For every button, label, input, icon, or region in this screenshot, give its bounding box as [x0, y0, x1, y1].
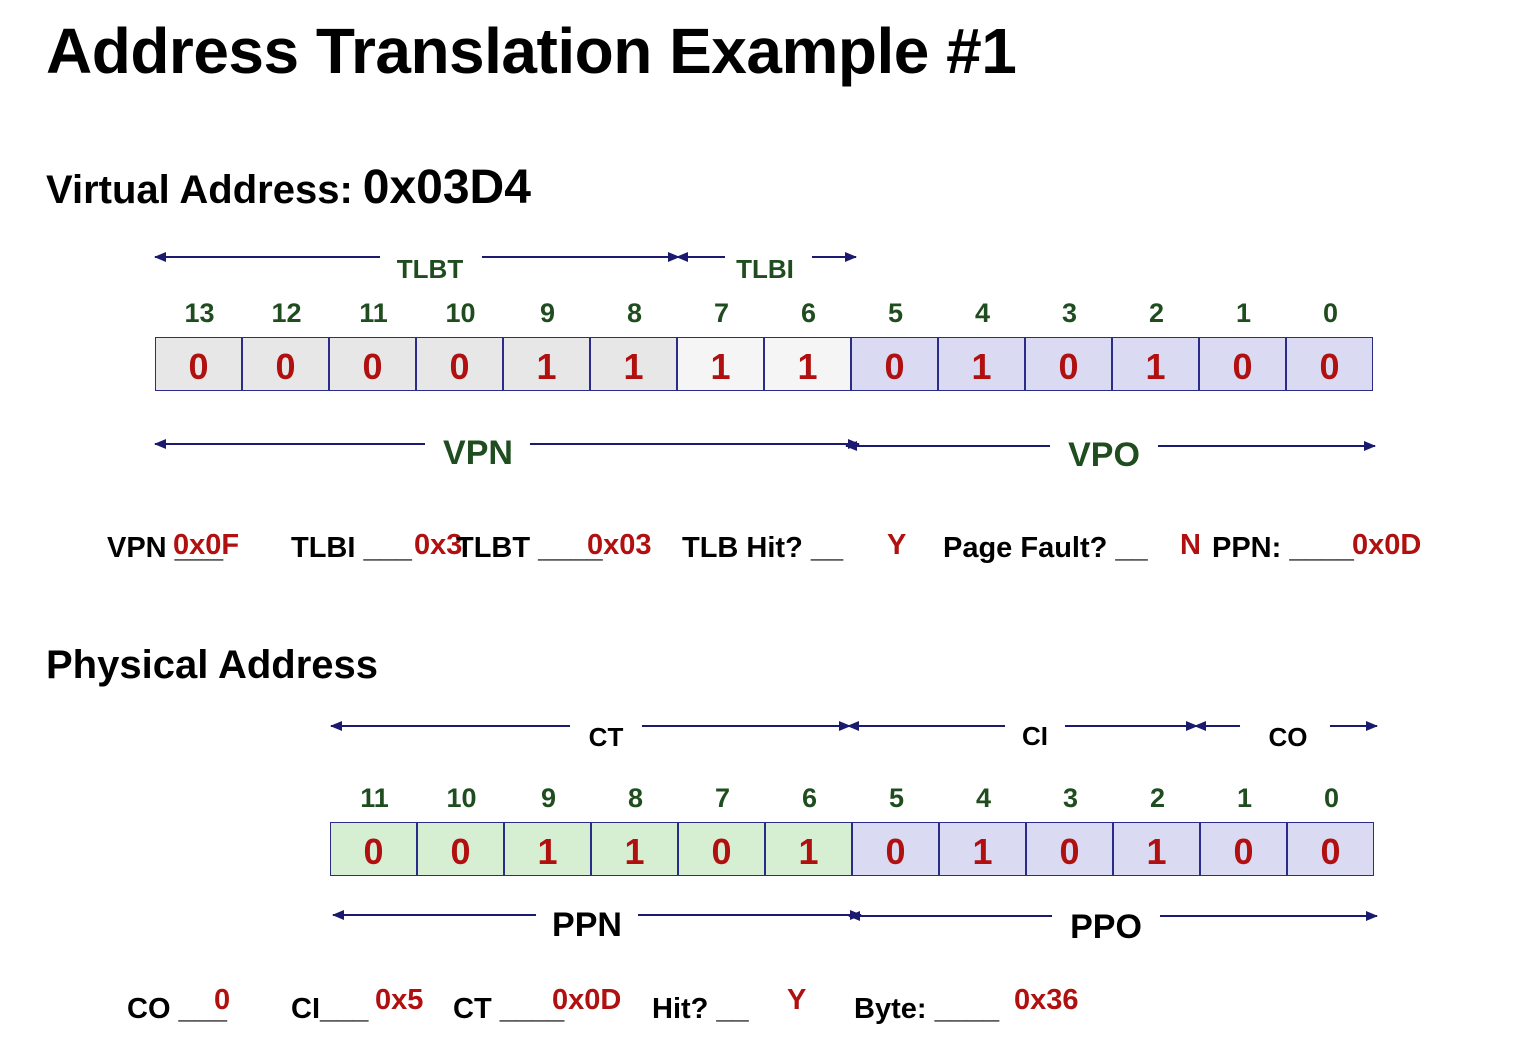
ci-label: CI — [1022, 721, 1048, 751]
ct-label: CT — [588, 722, 624, 752]
physical-bit-number: 5 — [888, 783, 905, 813]
virtual-address-label: Virtual Address: — [46, 168, 353, 212]
virtual-bit-number: 1 — [1235, 298, 1252, 328]
co-question: CO ___ — [127, 993, 227, 1025]
virtual-bit-number: 12 — [271, 298, 302, 328]
virtual-bit-cell: 1 — [764, 337, 851, 391]
virtual-bit-number: 8 — [626, 298, 643, 328]
physical-bit-number: 0 — [1323, 783, 1340, 813]
virtual-bit-number: 2 — [1148, 298, 1165, 328]
physical-bit-number: 9 — [540, 783, 557, 813]
tlbt-answer: 0x03 — [587, 529, 652, 561]
virtual-bit-cell: 1 — [1112, 337, 1199, 391]
co-answer: 0 — [214, 984, 231, 1016]
tlb-hit-question: TLB Hit? __ — [682, 532, 844, 564]
hit-answer: Y — [787, 984, 807, 1016]
physical-bit-number: 4 — [975, 783, 992, 813]
virtual-bit-cell: 0 — [242, 337, 329, 391]
tlbt-label: TLBT — [396, 254, 464, 284]
physical-bit-number: 10 — [446, 783, 477, 813]
physical-bit-cell: 0 — [1026, 822, 1113, 876]
physical-bit-cell: 0 — [330, 822, 417, 876]
virtual-bit-number: 9 — [539, 298, 556, 328]
physical-bit-number: 8 — [627, 783, 644, 813]
ppo-field-label: PPO — [1070, 908, 1142, 946]
physical-bit-cell: 1 — [939, 822, 1026, 876]
physical-address-heading: Physical Address — [46, 643, 379, 687]
virtual-bit-cell: 0 — [851, 337, 938, 391]
co-label: CO — [1268, 722, 1308, 752]
ppn-answer: 0x0D — [1352, 529, 1422, 561]
vpo-field-label: VPO — [1068, 436, 1140, 474]
virtual-bit-cell: 0 — [416, 337, 503, 391]
physical-bit-number: 1 — [1236, 783, 1253, 813]
physical-bit-cell: 1 — [1113, 822, 1200, 876]
ci-answer: 0x5 — [375, 984, 424, 1016]
ppn-question: PPN: ____ — [1212, 532, 1354, 564]
tlb-hit-answer: Y — [887, 529, 907, 561]
physical-bit-cell: 0 — [1287, 822, 1374, 876]
tlbt-question: TLBT ____ — [456, 532, 603, 564]
virtual-bit-number: 6 — [800, 298, 817, 328]
ci-question: CI___ — [291, 993, 369, 1025]
virtual-address-heading: Virtual Address:0x03D4 — [46, 160, 531, 215]
vpn-question: VPN ___ — [107, 532, 224, 564]
virtual-bit-cell: 0 — [1025, 337, 1112, 391]
physical-bit-number: 11 — [360, 783, 389, 813]
physical-bit-cell: 0 — [852, 822, 939, 876]
virtual-bit-cell: 0 — [1286, 337, 1373, 391]
page-fault-question: Page Fault? __ — [943, 532, 1148, 564]
physical-bit-cell: 0 — [1200, 822, 1287, 876]
hit-question: Hit? __ — [652, 993, 749, 1025]
tlbi-label: TLBI — [736, 254, 794, 284]
virtual-bit-cell: 1 — [677, 337, 764, 391]
virtual-bit-number: 13 — [184, 298, 215, 328]
physical-bit-number: 3 — [1062, 783, 1079, 813]
slide-title: Address Translation Example #1 — [46, 15, 1017, 87]
physical-bit-cell: 0 — [417, 822, 504, 876]
ct-answer: 0x0D — [552, 984, 622, 1016]
virtual-bit-number: 3 — [1061, 298, 1078, 328]
virtual-bit-cell: 1 — [590, 337, 677, 391]
physical-bit-cell: 1 — [591, 822, 678, 876]
virtual-bit-cell: 0 — [1199, 337, 1286, 391]
byte-answer: 0x36 — [1014, 984, 1079, 1016]
physical-bit-number: 7 — [714, 783, 731, 813]
virtual-bit-number: 10 — [445, 298, 476, 328]
ct-question: CT ____ — [453, 993, 565, 1025]
virtual-bit-cell: 1 — [503, 337, 590, 391]
vpn-field-label: VPN — [443, 434, 513, 472]
virtual-bit-number: 4 — [974, 298, 991, 328]
byte-question: Byte: ____ — [854, 993, 1000, 1025]
virtual-bit-number: 5 — [887, 298, 904, 328]
physical-bit-number: 2 — [1149, 783, 1166, 813]
physical-bit-cell: 1 — [765, 822, 852, 876]
virtual-bit-cell: 0 — [155, 337, 242, 391]
physical-bit-cell: 1 — [504, 822, 591, 876]
ppn-field-label: PPN — [552, 906, 622, 944]
page-fault-answer: N — [1180, 529, 1201, 561]
virtual-bit-number: 11 — [359, 298, 388, 328]
virtual-bit-number: 0 — [1322, 298, 1339, 328]
tlbi-question: TLBI ___ — [291, 532, 412, 564]
virtual-bit-cell: 1 — [938, 337, 1025, 391]
vpn-answer: 0x0F — [173, 529, 240, 561]
virtual-bit-cell: 0 — [329, 337, 416, 391]
virtual-bit-number: 7 — [713, 298, 730, 328]
tlbi-answer: 0x3 — [414, 529, 463, 561]
virtual-address-value: 0x03D4 — [362, 161, 531, 214]
physical-bit-number: 6 — [801, 783, 818, 813]
physical-bit-cell: 0 — [678, 822, 765, 876]
